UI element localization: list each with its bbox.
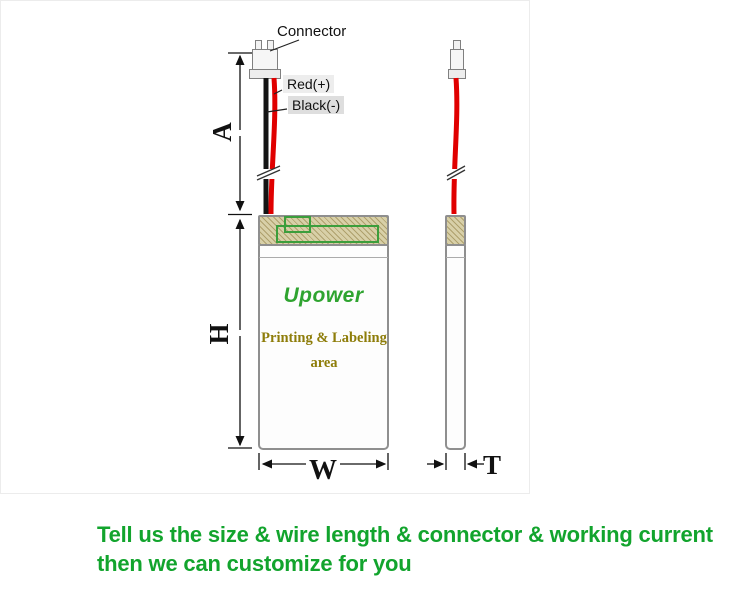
printing-area-line1: Printing & Labeling: [261, 330, 387, 346]
battery-front-pcb: [276, 225, 379, 243]
connector-leader-line: [269, 39, 300, 52]
battery-front-seal: [258, 215, 389, 246]
printing-area-line2: area: [310, 355, 338, 371]
dim-w-label: W: [306, 455, 340, 487]
connector-front: [249, 40, 282, 79]
battery-front-body: [258, 244, 389, 450]
wire-red-front: [268, 77, 278, 215]
battery-side-fold-line: [446, 257, 465, 258]
battery-front-tab: [284, 216, 311, 233]
red-wire-label: Red(+): [283, 75, 335, 93]
footer-line2: then we can customize for you: [97, 551, 412, 576]
diagram-frame: [0, 0, 530, 494]
wire-red-side: [451, 77, 460, 215]
footer-line1: Tell us the size & wire length & connect…: [97, 522, 713, 547]
connector-label: Connector: [277, 23, 347, 40]
dim-h-line: [228, 218, 252, 449]
dim-a-label: A: [206, 122, 237, 142]
black-wire-label: Black(-): [288, 96, 345, 114]
battery-side-seal: [445, 215, 466, 246]
dim-h-label: H: [203, 323, 234, 345]
black-wire-leader-line: [266, 108, 288, 113]
dim-t-label: T: [482, 449, 501, 480]
wire-break-front: [256, 165, 281, 181]
wire-break-side: [446, 165, 466, 181]
brand-logo: Upower: [283, 284, 364, 307]
red-wire-leader-line: [273, 89, 283, 95]
dim-a-line: [228, 52, 252, 216]
dim-t-line: [427, 453, 484, 470]
battery-front-fold-line: [259, 257, 388, 258]
